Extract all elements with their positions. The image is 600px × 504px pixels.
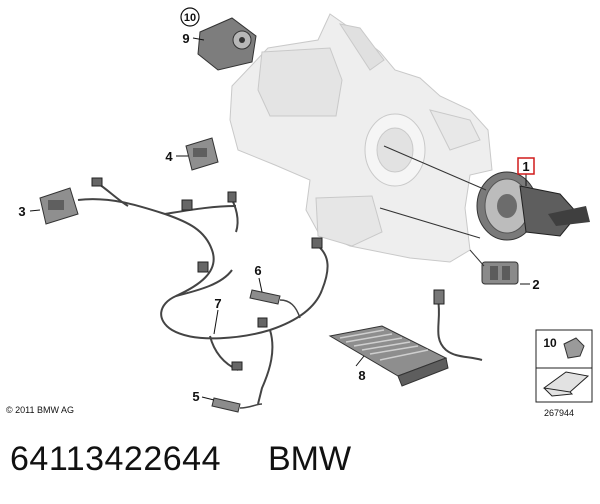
callout-1-box: [517, 157, 535, 175]
temp-sensor-5: [211, 397, 263, 413]
harness-connectors: [91, 177, 323, 371]
callout-7: 7: [214, 296, 221, 311]
flap-actuator-3: [39, 187, 79, 225]
callout-3: 3: [18, 204, 25, 219]
callout-8: 8: [358, 368, 365, 383]
brand-name: BMW: [268, 440, 352, 478]
callout-2: 2: [532, 277, 539, 292]
temp-sensor-6: [249, 289, 301, 319]
callout-1: 1: [522, 159, 529, 174]
legend-clip-icon: [563, 337, 585, 359]
callout-5: 5: [192, 389, 199, 404]
flap-actuator-4: [185, 137, 219, 171]
legend-box: 10: [535, 329, 593, 403]
electric-heater-8: [328, 289, 483, 387]
callout-9: 9: [182, 31, 189, 46]
hvac-housing: [229, 13, 493, 263]
callout-10: 10: [184, 12, 196, 24]
leader-lines: [29, 37, 530, 401]
callout-10-ring: [180, 7, 200, 27]
assembly-lines: [379, 145, 487, 267]
callout-4: 4: [165, 149, 173, 164]
callout-6: 6: [254, 263, 261, 278]
copyright-text: © 2011 BMW AG: [6, 405, 74, 415]
blower-motor: [476, 171, 590, 241]
legend-callout-10: 10: [543, 336, 557, 350]
diagram-id: 267944: [544, 408, 575, 418]
legend-arrow-icon: [542, 371, 590, 397]
blend-motor-9: [197, 17, 257, 71]
blower-resistor: [481, 261, 519, 285]
part-number: 64113422644: [10, 440, 221, 478]
wiring-harness: [77, 181, 329, 405]
